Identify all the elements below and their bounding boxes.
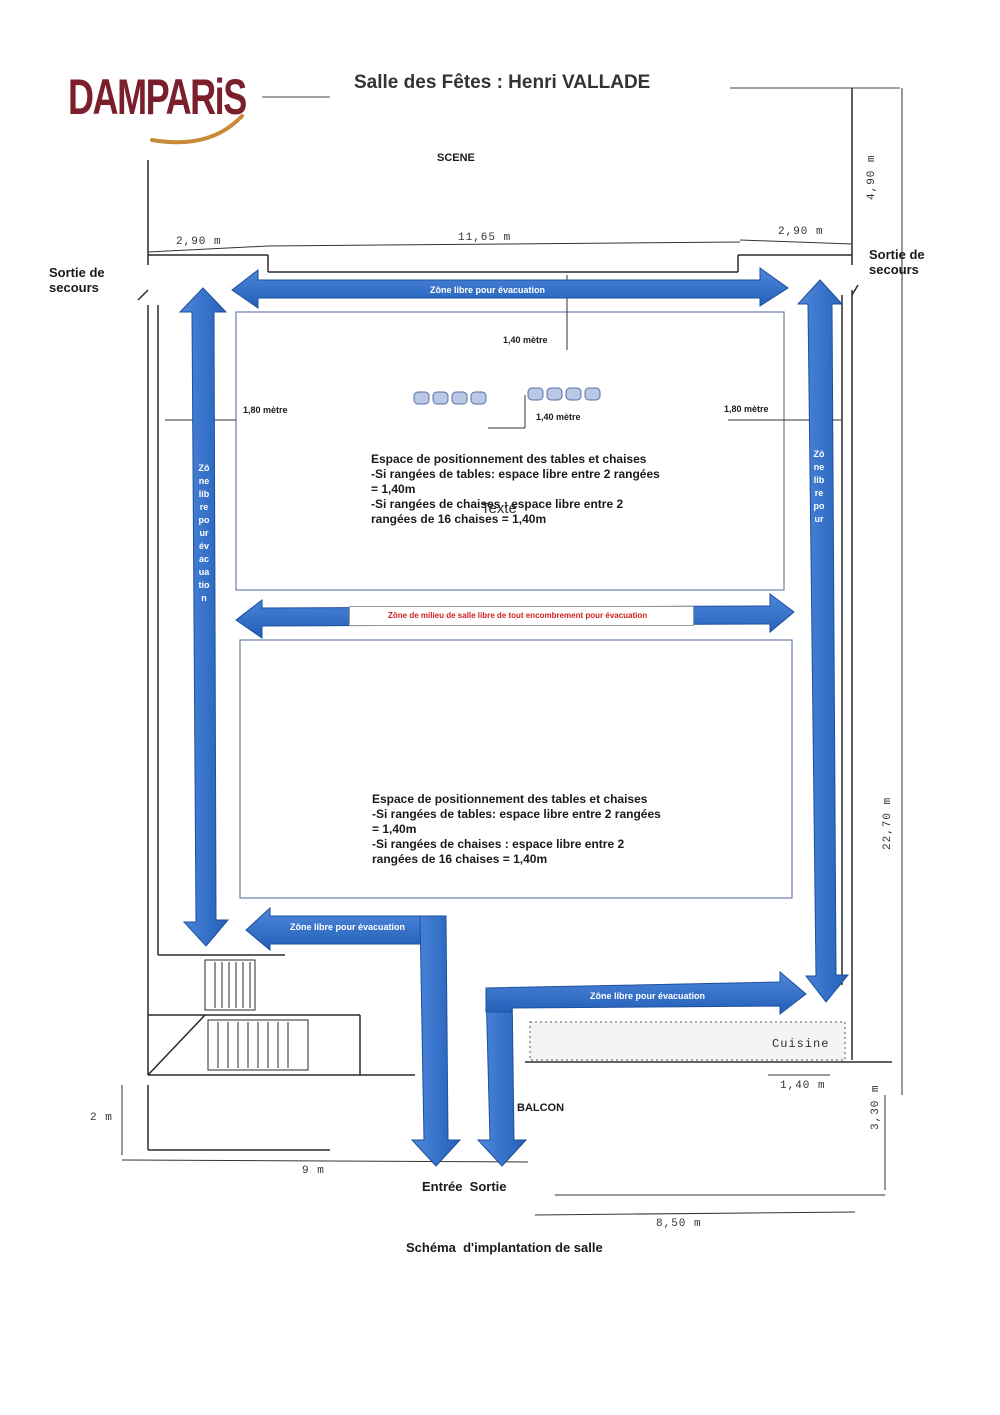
stairs: [204, 959, 309, 1071]
arrow-lower-right-label: Zône libre pour évacuation: [590, 991, 706, 1001]
lower-zone: [239, 639, 793, 899]
upper-zone-line-4: -Si rangées de chaises : espace libre en…: [371, 497, 624, 511]
upper-zone-line-1: Espace de positionnement des tables et c…: [371, 452, 647, 466]
arrow-left-vertical: [178, 287, 230, 947]
arrow-entree-down: [410, 915, 462, 1167]
dim-right-main: 22,70 m: [882, 796, 894, 850]
logo-swoosh-icon: [150, 114, 244, 145]
dim-right-top: 4,90 m: [866, 154, 878, 200]
upper-zone: [235, 311, 785, 591]
gap-left-label: 1,80 mètre: [243, 405, 288, 415]
upper-zone-line-3: = 1,40m: [371, 482, 416, 496]
exit-right-label: Sortie de secours: [869, 247, 925, 278]
upper-zone-text: Espace de positionnement des tables et c…: [371, 452, 660, 527]
walls: [137, 88, 892, 1151]
dim-top-right: 2,90 m: [778, 226, 824, 238]
texte-overlay: Texte: [481, 500, 517, 517]
arrow-top-horizontal: [231, 267, 789, 309]
dim-top-left: 2,90 m: [176, 236, 222, 248]
arrow-left-vertical-label: Zônelibrepourévacuation: [198, 463, 210, 603]
lower-zone-text: Espace de positionnement des tables et c…: [372, 792, 661, 867]
dim-left-bottom: 2 m: [90, 1112, 113, 1124]
balcon-label: BALCON: [517, 1102, 565, 1114]
scene-label: SCENE: [437, 152, 475, 164]
entree-sortie-label: Entrée Sortie: [422, 1179, 507, 1194]
damparis-logo: DAMPARiS: [68, 69, 247, 125]
upper-zone-line-2: -Si rangées de tables: espace libre entr…: [371, 467, 660, 481]
arrow-top-label: Zône libre pour évacuation: [430, 285, 546, 295]
middle-arrow-box: [349, 606, 694, 626]
chairs-left: [413, 391, 487, 405]
arrow-sortie-down: [476, 987, 528, 1167]
page-title: Salle des Fêtes : Henri VALLADE: [354, 72, 651, 93]
dim-bottom-left: 9 m: [302, 1165, 325, 1177]
lower-zone-line-5: rangées de 16 chaises = 1,40m: [372, 852, 548, 866]
chairs-right: [527, 387, 601, 401]
gap-top-label: 1,40 mètre: [503, 335, 548, 345]
lower-zone-line-3: = 1,40m: [372, 822, 417, 836]
arrow-middle-label: Zône de milieu de salle libre de tout en…: [388, 611, 648, 620]
gap-chairs-label: 1,40 mètre: [536, 412, 581, 422]
lower-zone-line-1: Espace de positionnement des tables et c…: [372, 792, 648, 806]
exit-left-line2: secours: [49, 279, 99, 295]
caption: Schéma d'implantation de salle: [406, 1240, 603, 1255]
dim-right-bottom: 3,30 m: [870, 1084, 882, 1130]
dim-top-middle: 11,65 m: [458, 232, 512, 244]
arrow-lower-left-label: Zône libre pour évacuation: [290, 922, 406, 932]
exit-right-line1: Sortie de: [869, 247, 925, 262]
arrow-lower-right-horizontal: [485, 970, 807, 1016]
lower-zone-line-4: -Si rangées de chaises : espace libre en…: [372, 837, 625, 851]
dim-kitchen: 1,40 m: [780, 1080, 826, 1092]
arrow-right-vertical: [796, 279, 850, 1003]
exit-left-line1: Sortie de: [49, 265, 105, 280]
arrow-right-vertical-label: Zônelibrepour: [813, 449, 825, 524]
gap-right-label: 1,80 mètre: [724, 404, 769, 414]
exit-right-line2: secours: [869, 261, 919, 277]
lower-zone-line-2: -Si rangées de tables: espace libre entr…: [372, 807, 661, 821]
kitchen-area: [529, 1021, 846, 1061]
upper-zone-line-5: rangées de 16 chaises = 1,40m: [371, 512, 547, 526]
dim-bottom-right: 8,50 m: [656, 1218, 702, 1230]
exit-left-label: Sortie de secours: [49, 265, 105, 296]
kitchen-label: Cuisine: [772, 1037, 830, 1051]
